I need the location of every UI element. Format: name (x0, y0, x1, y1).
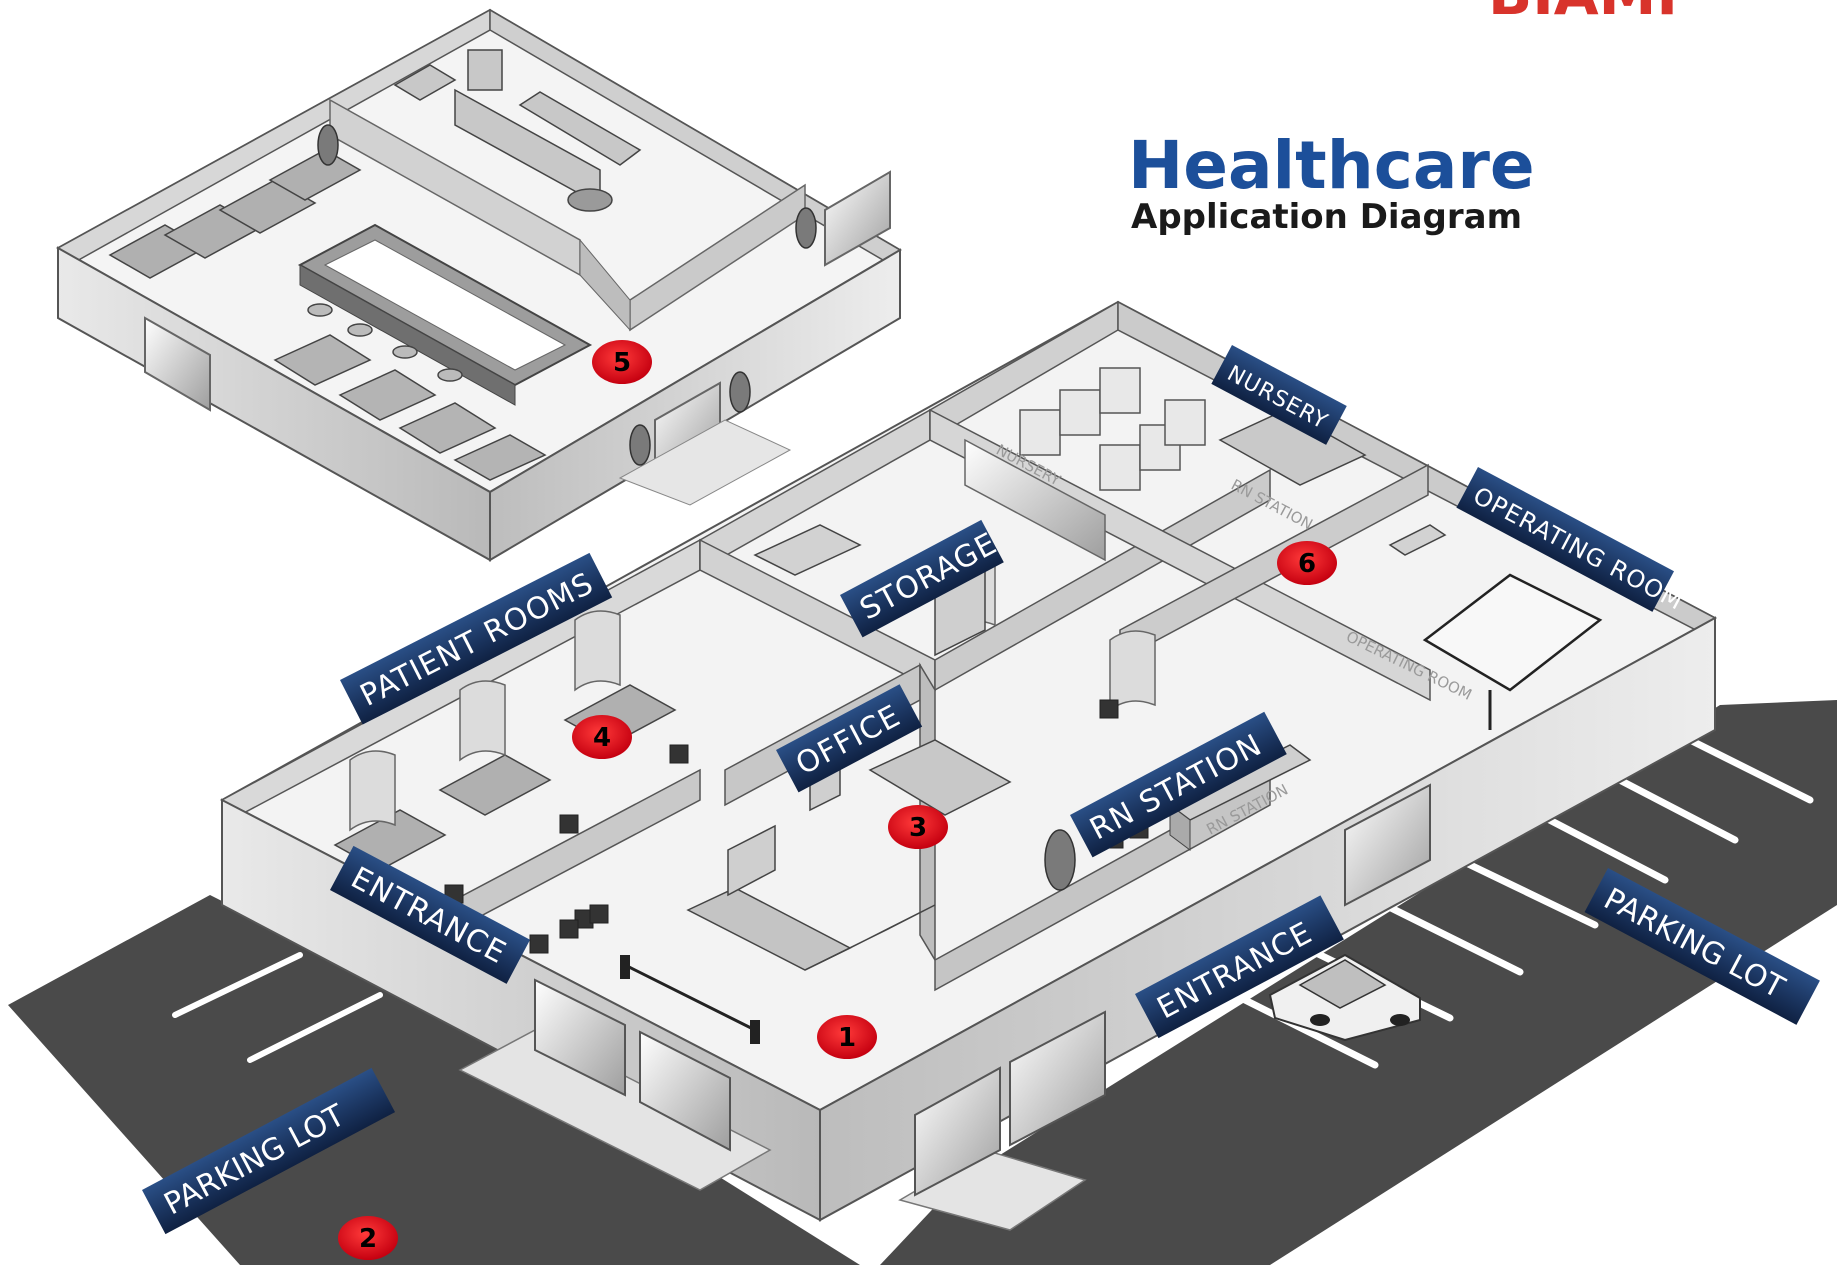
storage-sinks (753, 524, 1447, 576)
parked-car (1268, 953, 1421, 1042)
svg-text:3: 3 (909, 813, 927, 843)
marker-6[interactable]: 6 (1277, 541, 1337, 585)
operating-table (1422, 573, 1603, 730)
marker-1[interactable]: 1 (817, 1015, 877, 1059)
svg-text:5: 5 (613, 348, 631, 378)
page-subtitle: Application Diagram (1131, 197, 1522, 237)
marker-2[interactable]: 2 (338, 1216, 398, 1260)
svg-text:4: 4 (593, 723, 611, 753)
marker-3[interactable]: 3 (888, 805, 948, 849)
svg-text:6: 6 (1298, 549, 1316, 579)
marker-5[interactable]: 5 (592, 340, 652, 384)
reception-desk (686, 887, 936, 971)
svg-text:2: 2 (359, 1224, 377, 1254)
file-cabinets (727, 568, 986, 897)
svg-text:1: 1 (838, 1023, 856, 1053)
marker-4[interactable]: 4 (572, 715, 632, 759)
brand-logo: BIAMP (1488, 0, 1699, 28)
nursery-cribs (1019, 367, 1206, 491)
patient-beds (333, 550, 1156, 929)
cafeteria-building (55, 8, 902, 562)
waiting-area (529, 904, 760, 1044)
header: BIAMP Healthcare Application Diagram (1128, 0, 1699, 237)
page-title: Healthcare (1128, 127, 1535, 204)
office-desk (868, 739, 1012, 816)
